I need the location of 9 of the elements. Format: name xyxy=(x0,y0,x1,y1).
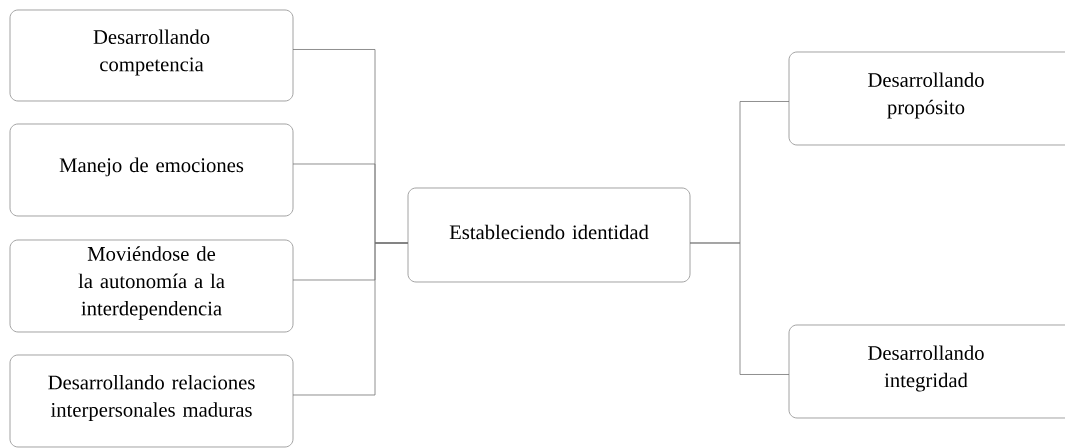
process-box: Desarrollando competencia xyxy=(9,9,294,102)
process-box: Desarrollando relaciones interpersonales maduras xyxy=(9,354,294,448)
process-box: Estableciendo identidad xyxy=(407,187,691,283)
process-box: Desarrollando propósito xyxy=(788,51,1065,146)
connector-line xyxy=(689,242,790,375)
process-box: Moviéndose de la autonomía a la interdependencia xyxy=(9,239,294,333)
process-box: Manejo de emociones xyxy=(9,123,294,217)
connector-line xyxy=(292,242,409,396)
process-box: Desarrollando integridad xyxy=(788,324,1065,419)
